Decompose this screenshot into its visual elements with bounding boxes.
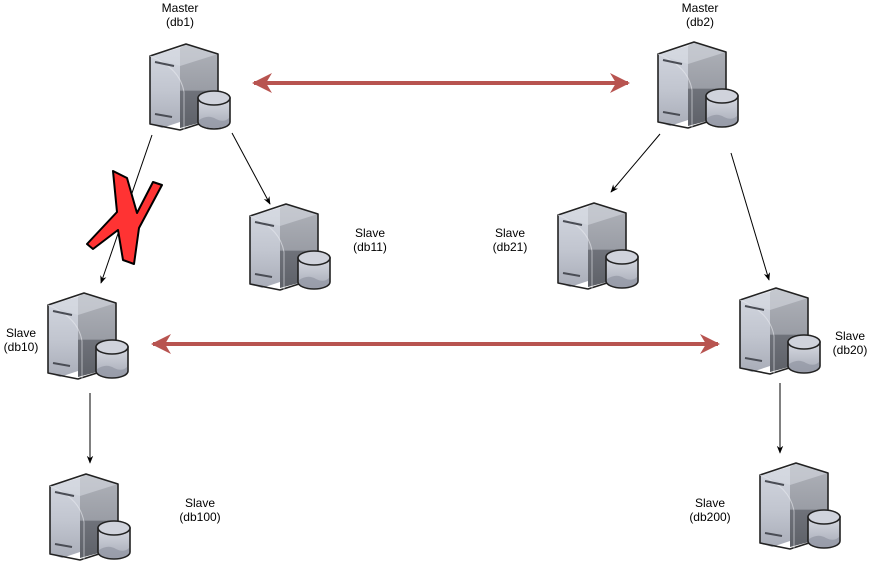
- node-name: (db200): [689, 510, 731, 524]
- node-label-db10: Slave (db10): [0, 326, 51, 354]
- node-role: Slave: [694, 496, 726, 510]
- database-server-icon[interactable]: [657, 41, 739, 129]
- node-role: Master: [681, 1, 719, 15]
- database-server-icon[interactable]: [759, 462, 841, 550]
- database-server-icon[interactable]: [149, 43, 231, 131]
- node-role: Slave: [184, 496, 216, 510]
- node-name: (db21): [492, 240, 528, 254]
- node-label-db100: Slave (db100): [170, 496, 230, 524]
- node-role: Master: [161, 1, 199, 15]
- node-name: (db11): [353, 240, 387, 254]
- red-x-icon: [86, 170, 163, 265]
- node-label-db200: Slave (db200): [680, 496, 740, 524]
- node-label-db11: Slave (db11): [340, 226, 400, 254]
- node-role: Slave: [494, 226, 526, 240]
- node-name: (db20): [832, 343, 868, 357]
- node-name: (db10): [3, 340, 39, 354]
- node-label-db1: Master (db1): [150, 1, 210, 29]
- database-server-icon[interactable]: [557, 202, 639, 290]
- node-label-db21: Slave (db21): [480, 226, 540, 254]
- database-server-icon[interactable]: [47, 292, 129, 380]
- edge-db2-db21: [610, 133, 661, 193]
- node-role: Slave: [354, 226, 386, 240]
- edge-db1-db11: [231, 132, 271, 205]
- node-label-db2: Master (db2): [670, 1, 730, 29]
- node-name: (db100): [179, 510, 221, 524]
- database-server-icon[interactable]: [739, 287, 821, 375]
- node-role: Slave: [834, 329, 866, 343]
- node-name: (db1): [165, 15, 194, 29]
- node-label-db20: Slave (db20): [820, 329, 872, 357]
- node-name: (db2): [685, 15, 714, 29]
- node-role: Slave: [5, 326, 37, 340]
- database-server-icon[interactable]: [49, 473, 131, 561]
- database-server-icon[interactable]: [249, 203, 331, 291]
- edge-db2-db20: [730, 152, 771, 281]
